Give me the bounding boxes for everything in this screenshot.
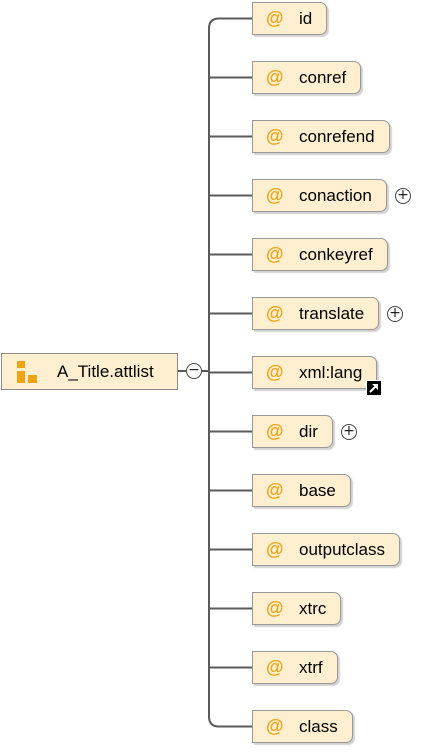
attribute-icon: @ bbox=[266, 126, 284, 146]
attribute-label: xtrf bbox=[299, 657, 323, 677]
shortcut-arrow-icon bbox=[366, 380, 382, 396]
attribute-label: dir bbox=[299, 421, 318, 441]
attribute-icon: @ bbox=[266, 480, 284, 500]
attribute-label: outputclass bbox=[299, 539, 385, 559]
attribute-node-dir[interactable]: @ dir bbox=[252, 415, 333, 448]
attlist-group-label: A_Title.attlist bbox=[57, 361, 154, 381]
attribute-label: translate bbox=[299, 303, 365, 323]
attribute-label: base bbox=[299, 480, 336, 500]
attribute-icon: @ bbox=[266, 67, 284, 87]
attribute-label: class bbox=[299, 716, 338, 736]
attribute-label: xml:lang bbox=[299, 362, 363, 382]
attribute-node-xml-lang[interactable]: @ xml:lang bbox=[252, 356, 377, 389]
attribute-label: conkeyref bbox=[299, 244, 373, 264]
attribute-node-xtrf[interactable]: @ xtrf bbox=[252, 651, 338, 684]
attlist-group-node[interactable]: A_Title.attlist bbox=[1, 353, 178, 390]
expand-toggle-icon[interactable]: + bbox=[387, 305, 403, 322]
attribute-label: id bbox=[299, 8, 313, 28]
attribute-icon: @ bbox=[266, 244, 284, 264]
expand-toggle-icon[interactable]: + bbox=[395, 187, 411, 204]
attribute-label: conrefend bbox=[299, 126, 375, 146]
attribute-icon: @ bbox=[266, 598, 284, 618]
attribute-node-id[interactable]: @ id bbox=[252, 2, 327, 35]
expand-toggle-icon[interactable]: + bbox=[341, 423, 357, 440]
collapse-toggle-icon[interactable]: − bbox=[186, 363, 202, 379]
attribute-node-base[interactable]: @ base bbox=[252, 474, 351, 507]
attribute-node-conkeyref[interactable]: @ conkeyref bbox=[252, 238, 388, 271]
attribute-node-conaction[interactable]: @ conaction bbox=[252, 179, 387, 212]
attribute-icon: @ bbox=[266, 716, 284, 736]
attribute-node-conrefend[interactable]: @ conrefend bbox=[252, 120, 390, 153]
group-sequence-icon bbox=[17, 360, 39, 383]
attribute-label: xtrc bbox=[299, 598, 327, 618]
attribute-node-xtrc[interactable]: @ xtrc bbox=[252, 592, 341, 625]
attribute-label: conaction bbox=[299, 185, 372, 205]
attribute-node-class[interactable]: @ class bbox=[252, 710, 353, 743]
attribute-label: conref bbox=[299, 67, 347, 87]
attribute-node-outputclass[interactable]: @ outputclass bbox=[252, 533, 400, 566]
attribute-icon: @ bbox=[266, 8, 284, 28]
attribute-node-translate[interactable]: @ translate bbox=[252, 297, 379, 330]
attribute-icon: @ bbox=[266, 421, 284, 441]
attribute-icon: @ bbox=[266, 657, 284, 677]
attribute-icon: @ bbox=[266, 539, 284, 559]
attribute-icon: @ bbox=[266, 303, 284, 323]
attribute-icon: @ bbox=[266, 185, 284, 205]
attribute-node-conref[interactable]: @ conref bbox=[252, 61, 361, 94]
attribute-icon: @ bbox=[266, 362, 284, 382]
